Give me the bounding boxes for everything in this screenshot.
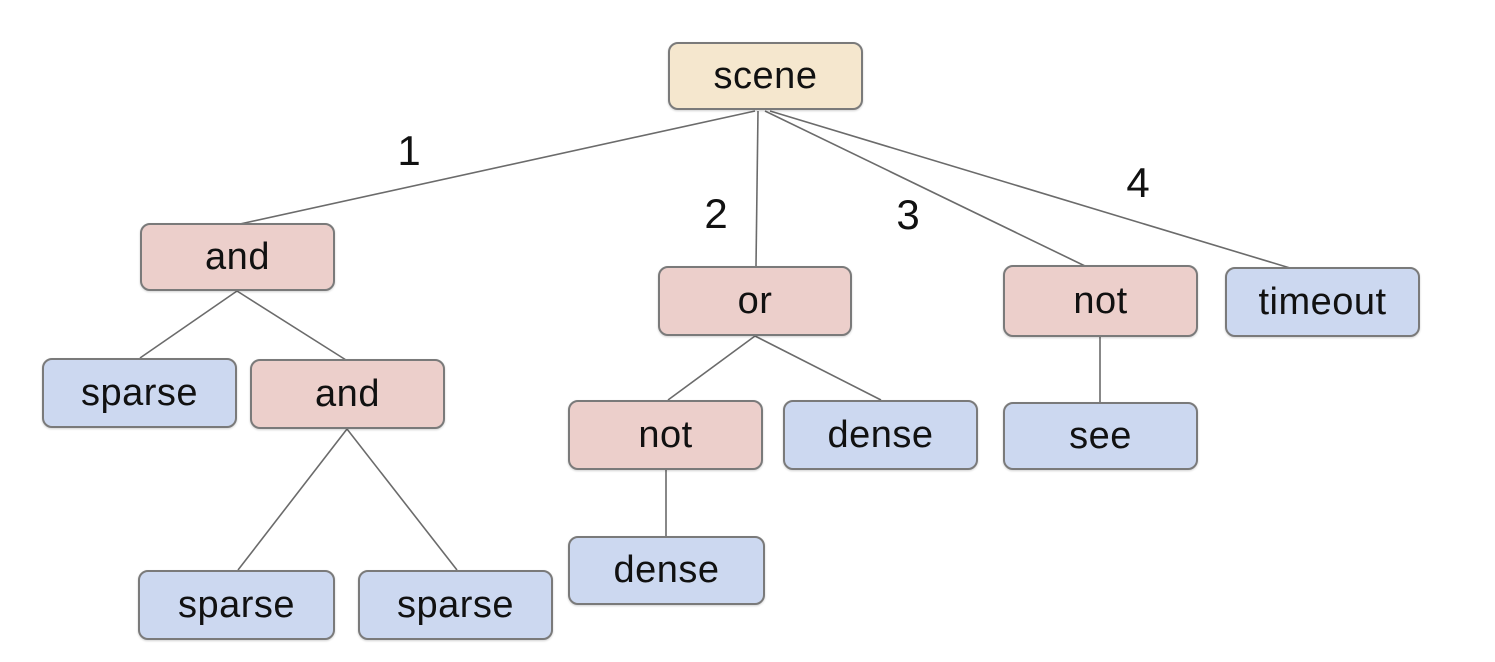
edge-scene-to-and-1 [239, 110, 756, 225]
node-dense-right: dense [783, 400, 978, 470]
node-not-right: not [1003, 265, 1198, 337]
edge-label-2: 2 [704, 190, 728, 237]
node-dense-bottom: dense [568, 536, 765, 605]
edge-and-2-to-sparse-bot-l [237, 428, 348, 571]
node-see: see [1003, 402, 1198, 470]
node-timeout: timeout [1225, 267, 1420, 337]
edge-scene-to-not-right [764, 110, 1086, 267]
edge-label-4: 4 [1126, 159, 1150, 206]
node-not-mid: not [568, 400, 763, 470]
node-or-1: or [658, 266, 852, 336]
edge-and-1-to-and-2 [236, 290, 347, 361]
node-scene: scene [668, 42, 863, 110]
node-and-1: and [140, 223, 335, 291]
edge-scene-to-or-1 [755, 110, 759, 267]
edge-or-1-to-not-mid [667, 335, 756, 401]
node-sparse-bot-m: sparse [358, 570, 553, 640]
node-sparse-bot-l: sparse [138, 570, 335, 640]
edge-label-1: 1 [397, 127, 421, 174]
edge-label-3: 3 [896, 191, 920, 238]
edge-and-1-to-sparse-left [139, 290, 238, 359]
edge-or-1-to-dense-right [754, 335, 882, 401]
node-and-2: and [250, 359, 445, 429]
edge-scene-to-timeout [769, 110, 1291, 269]
edge-and-2-to-sparse-bot-m [346, 428, 458, 571]
node-sparse-left: sparse [42, 358, 237, 428]
